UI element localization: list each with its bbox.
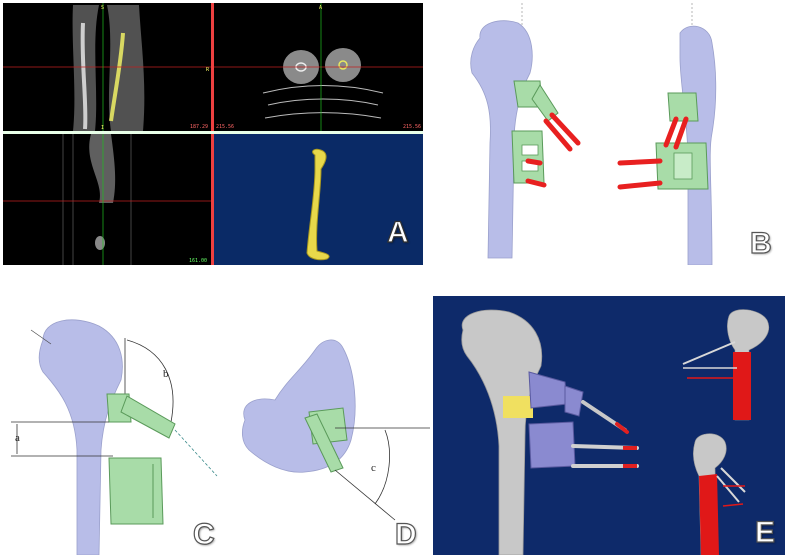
axial-readout-right: 215.56 <box>403 124 422 130</box>
sagittal-ct-view <box>3 134 211 265</box>
femur-c <box>38 319 123 555</box>
panel-a-graphic <box>3 3 423 265</box>
orient-center: A <box>319 5 323 11</box>
coronal-ct-view <box>3 3 211 131</box>
panel-c: a b C <box>3 300 223 555</box>
coronal-readout: 187.29 <box>190 124 209 130</box>
panel-d-graphic <box>241 339 430 521</box>
femur-e-small-top <box>682 309 769 421</box>
annotation-a: a <box>15 432 20 444</box>
femur-3d-model <box>306 148 330 261</box>
panel-a-label: A <box>386 216 409 249</box>
panel-c-label: C <box>192 518 215 551</box>
annotation-b: b <box>163 368 169 380</box>
panel-a: 187.29 215.56 215.56 161.00 S I R A A <box>3 3 423 265</box>
panel-b: B <box>430 3 785 265</box>
femur-e-main <box>461 309 639 555</box>
femur-e-small-bottom <box>693 433 746 555</box>
panel-b-graphic <box>470 3 717 265</box>
panel-d-label: D <box>394 518 417 551</box>
panel-e-graphic <box>461 309 769 555</box>
panel-c-graphic <box>11 319 218 555</box>
panel-e: E <box>433 296 785 555</box>
axial-ct-view <box>214 3 423 131</box>
panel-d: c D <box>225 300 430 555</box>
femur-right-view <box>617 3 717 265</box>
axial-readout-left: 215.56 <box>216 124 235 130</box>
panel-e-label: E <box>754 516 776 549</box>
annotation-c: c <box>371 462 376 474</box>
femur-d <box>241 339 356 473</box>
panel-b-label: B <box>749 227 772 260</box>
orient-top: S <box>101 5 105 11</box>
sagittal-readout: 161.00 <box>189 258 208 264</box>
orient-right: R <box>206 67 210 73</box>
femur-left-view <box>470 3 581 259</box>
orient-bottom: I <box>101 125 105 131</box>
